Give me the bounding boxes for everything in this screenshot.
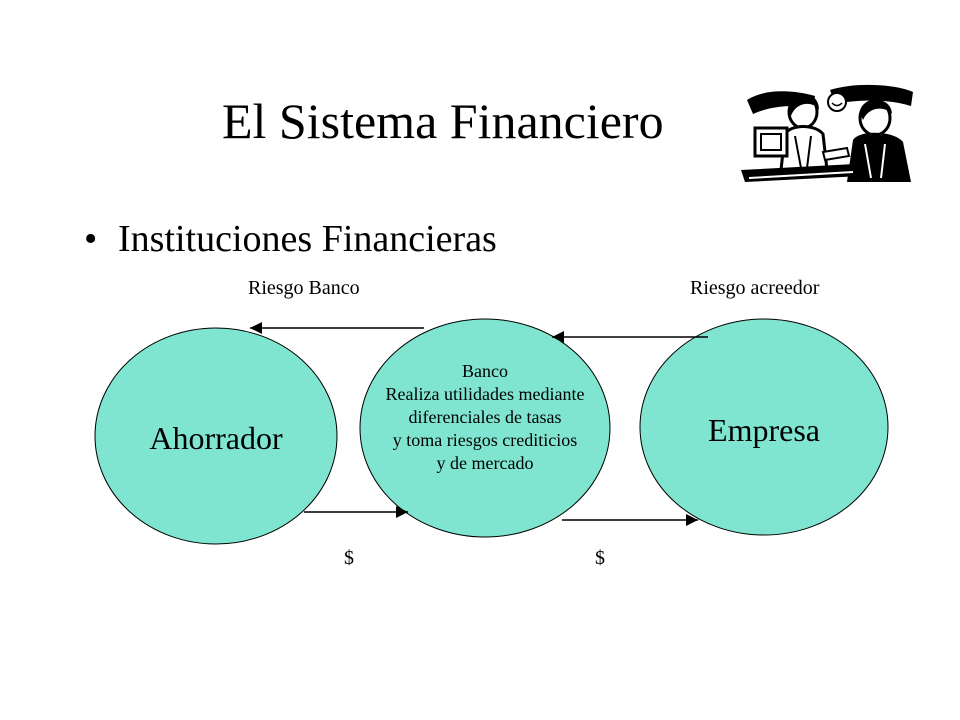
saver-label: Ahorrador (149, 420, 283, 456)
slide-title: El Sistema Financiero (222, 93, 664, 149)
bullet-dot-icon: • (84, 218, 98, 260)
bank-node (359, 318, 611, 538)
company-label: Empresa (708, 412, 820, 448)
bank-line: Realiza utilidades mediante (385, 384, 585, 404)
bank-line: y toma riesgos crediticios (392, 430, 578, 450)
risk-creditor-label: Riesgo acreedor (690, 277, 820, 299)
bank-clerk-illustration (741, 84, 913, 182)
company-node (639, 318, 889, 536)
bank-description: Banco Realiza utilidades mediante difere… (335, 360, 635, 475)
bank-line: diferenciales de tasas (408, 407, 562, 427)
money-left-label: $ (344, 547, 354, 569)
bullet-item: • Instituciones Financieras (84, 220, 497, 258)
saver-node (94, 327, 338, 545)
risk-bank-label: Riesgo Banco (248, 277, 360, 299)
bank-line: Banco (462, 361, 508, 381)
bank-line: y de mercado (436, 453, 534, 473)
bullet-text: Instituciones Financieras (118, 218, 497, 260)
money-right-label: $ (595, 547, 605, 569)
